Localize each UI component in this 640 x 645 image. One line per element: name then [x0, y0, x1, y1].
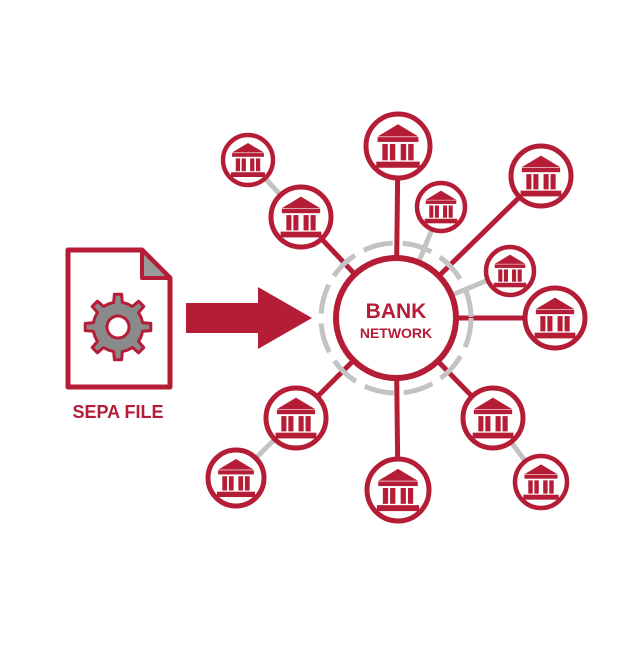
bank-network-hub: BANK NETWORK — [333, 255, 459, 381]
bank-node — [460, 385, 526, 451]
bank-node — [508, 143, 574, 209]
bank-node — [512, 453, 570, 511]
bank-nodes — [205, 111, 588, 524]
gear-icon — [83, 292, 153, 362]
bank-node — [268, 184, 334, 250]
bank-node — [364, 456, 432, 524]
source-label: SEPA FILE — [72, 402, 163, 422]
bank-node — [263, 385, 329, 451]
bank-node — [522, 285, 588, 351]
hub-dashed-ring — [318, 240, 474, 396]
sepa-file: SEPA FILE — [65, 247, 173, 422]
hub-label-line1: BANK — [366, 300, 427, 323]
bank-node — [414, 180, 468, 234]
bank-node — [220, 132, 276, 188]
arrow-right-icon — [186, 287, 312, 349]
document-corner-fold — [140, 248, 172, 280]
bank-node — [205, 447, 267, 509]
bank-node — [363, 111, 433, 181]
bank-node — [483, 244, 537, 298]
hub-label-line2: NETWORK — [360, 325, 432, 341]
